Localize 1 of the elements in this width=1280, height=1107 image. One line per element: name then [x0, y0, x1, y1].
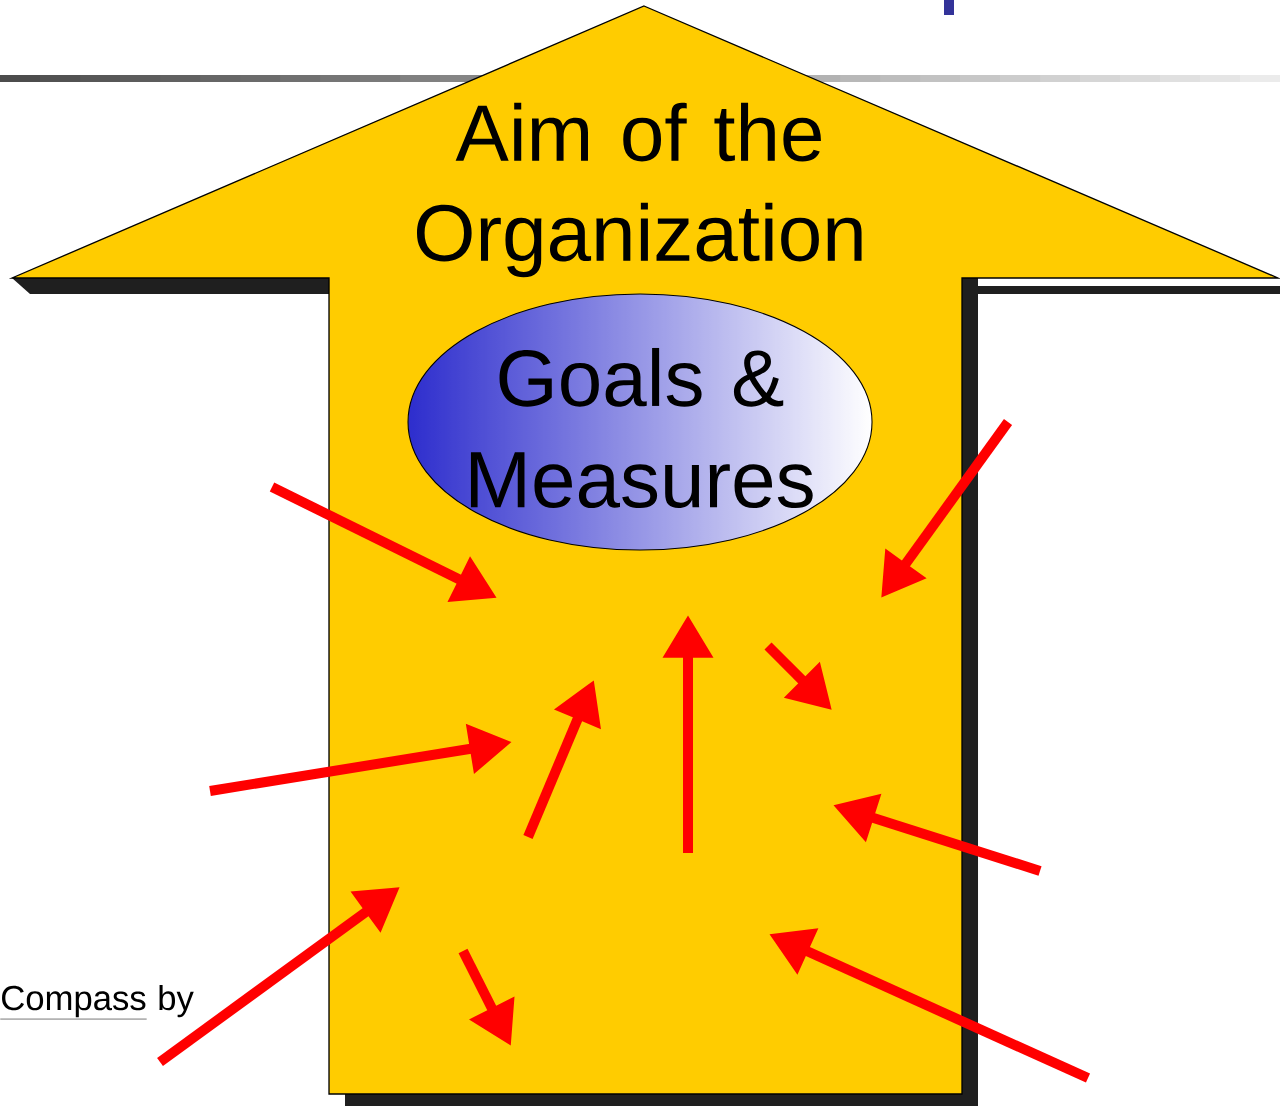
label-text: by — [159, 984, 194, 1018]
